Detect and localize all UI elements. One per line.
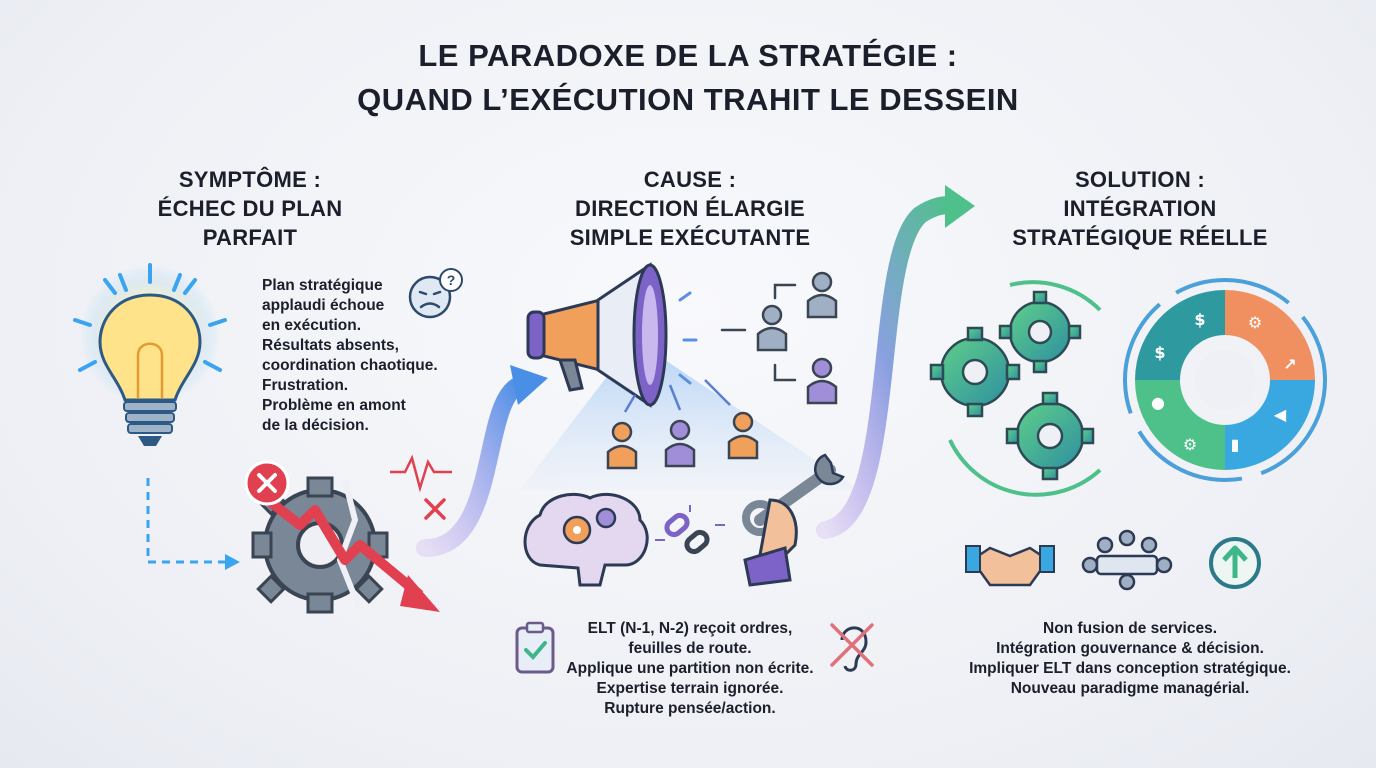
title-line-1: LE PARADOXE DE LA STRATÉGIE : bbox=[418, 38, 958, 73]
text-line: Expertise terrain ignorée. bbox=[596, 680, 784, 697]
text-line: Rupture pensée/action. bbox=[604, 700, 776, 717]
heading-line: CAUSE : bbox=[643, 167, 737, 192]
svg-text:◀: ◀ bbox=[1274, 405, 1287, 424]
flow-arrow-1 bbox=[416, 376, 529, 557]
megaphone-icon bbox=[526, 262, 698, 408]
dashed-connector bbox=[146, 478, 225, 564]
people-icon bbox=[606, 271, 838, 470]
text-line: en exécution. bbox=[262, 317, 362, 334]
text-line: Frustration. bbox=[262, 377, 349, 394]
heading-line: STRATÉGIQUE RÉELLE bbox=[1012, 225, 1268, 250]
gears-icon bbox=[929, 290, 1095, 481]
text-line: Applique une partition non écrite. bbox=[566, 660, 814, 677]
svg-text:▮: ▮ bbox=[1231, 435, 1240, 454]
brain-gears-icon bbox=[523, 492, 649, 587]
error-x-icon bbox=[244, 460, 290, 506]
text-line: applaudi échoue bbox=[262, 297, 385, 314]
gears-cycle-arrow bbox=[948, 439, 1102, 497]
text-line: ELT (N-1, N-2) reçoit ordres, bbox=[587, 620, 793, 637]
svg-text:●: ● bbox=[1151, 393, 1165, 412]
falling-arrow-icon bbox=[251, 486, 440, 612]
cause-heading: CAUSE : DIRECTION ÉLARGIE SIMPLE EXÉCUTA… bbox=[530, 165, 850, 252]
flow-arrow-2 bbox=[816, 196, 959, 539]
handshake-icon bbox=[965, 545, 1055, 587]
broken-chain-icon bbox=[655, 505, 725, 555]
svg-text:⚙: ⚙ bbox=[1183, 435, 1197, 454]
heading-line: SOLUTION : bbox=[1074, 167, 1206, 192]
text-line: Problème en amont bbox=[262, 397, 406, 414]
text-line: feuilles de route. bbox=[628, 640, 752, 657]
text-line: Nouveau paradigme managérial. bbox=[1010, 680, 1250, 697]
flow-arrow-2-head bbox=[945, 185, 975, 228]
svg-text:?: ? bbox=[447, 272, 456, 288]
flow-arrow-1-head bbox=[510, 365, 548, 405]
up-arrow-circle-icon bbox=[1209, 537, 1261, 589]
meeting-table-icon bbox=[1081, 529, 1173, 591]
ear-crossed-icon bbox=[830, 623, 874, 672]
svg-text:$: $ bbox=[1194, 310, 1205, 329]
heading-line: SYMPTÔME : bbox=[178, 167, 322, 192]
clipboard-check-icon bbox=[515, 621, 555, 674]
wrench-hand-icon bbox=[742, 453, 845, 587]
text-line: Impliquer ELT dans conception stratégiqu… bbox=[969, 660, 1291, 677]
puzzle-cycle-icon: $ $ ⚙ ↗ ◀ ▮ ⚙ ● bbox=[1123, 278, 1327, 482]
lightbulb-icon bbox=[73, 263, 227, 446]
solution-heading: SOLUTION : INTÉGRATION STRATÉGIQUE RÉELL… bbox=[970, 165, 1310, 252]
text-line: de la décision. bbox=[262, 417, 369, 434]
heading-line: DIRECTION ÉLARGIE bbox=[575, 196, 805, 221]
svg-text:↗: ↗ bbox=[1283, 355, 1296, 374]
svg-text:⚙: ⚙ bbox=[1248, 313, 1262, 332]
cause-description: ELT (N-1, N-2) reçoit ordres, feuilles d… bbox=[540, 619, 840, 719]
text-line: Intégration gouvernance & décision. bbox=[996, 640, 1264, 657]
symptom-heading: SYMPTÔME : ÉCHEC DU PLAN PARFAIT bbox=[100, 165, 400, 252]
heartbeat-icon bbox=[390, 454, 452, 520]
light-beam bbox=[520, 340, 860, 490]
text-line: Plan stratégique bbox=[262, 277, 383, 294]
heading-line: INTÉGRATION bbox=[1063, 196, 1217, 221]
text-line: Non fusion de services. bbox=[1043, 620, 1217, 637]
svg-text:$: $ bbox=[1154, 343, 1165, 362]
text-line: Résultats absents, bbox=[262, 337, 399, 354]
heading-line: PARFAIT bbox=[202, 225, 298, 250]
sad-face-question-icon: ? bbox=[408, 268, 463, 319]
title-line-2: QUAND L’EXÉCUTION TRAHIT LE DESSEIN bbox=[357, 82, 1019, 117]
heading-line: ÉCHEC DU PLAN bbox=[157, 196, 343, 221]
symptom-description: Plan stratégique applaudi échoue en exéc… bbox=[262, 276, 438, 436]
solution-description: Non fusion de services. Intégration gouv… bbox=[930, 619, 1330, 699]
heading-line: SIMPLE EXÉCUTANTE bbox=[569, 225, 811, 250]
text-line: coordination chaotique. bbox=[262, 357, 438, 374]
